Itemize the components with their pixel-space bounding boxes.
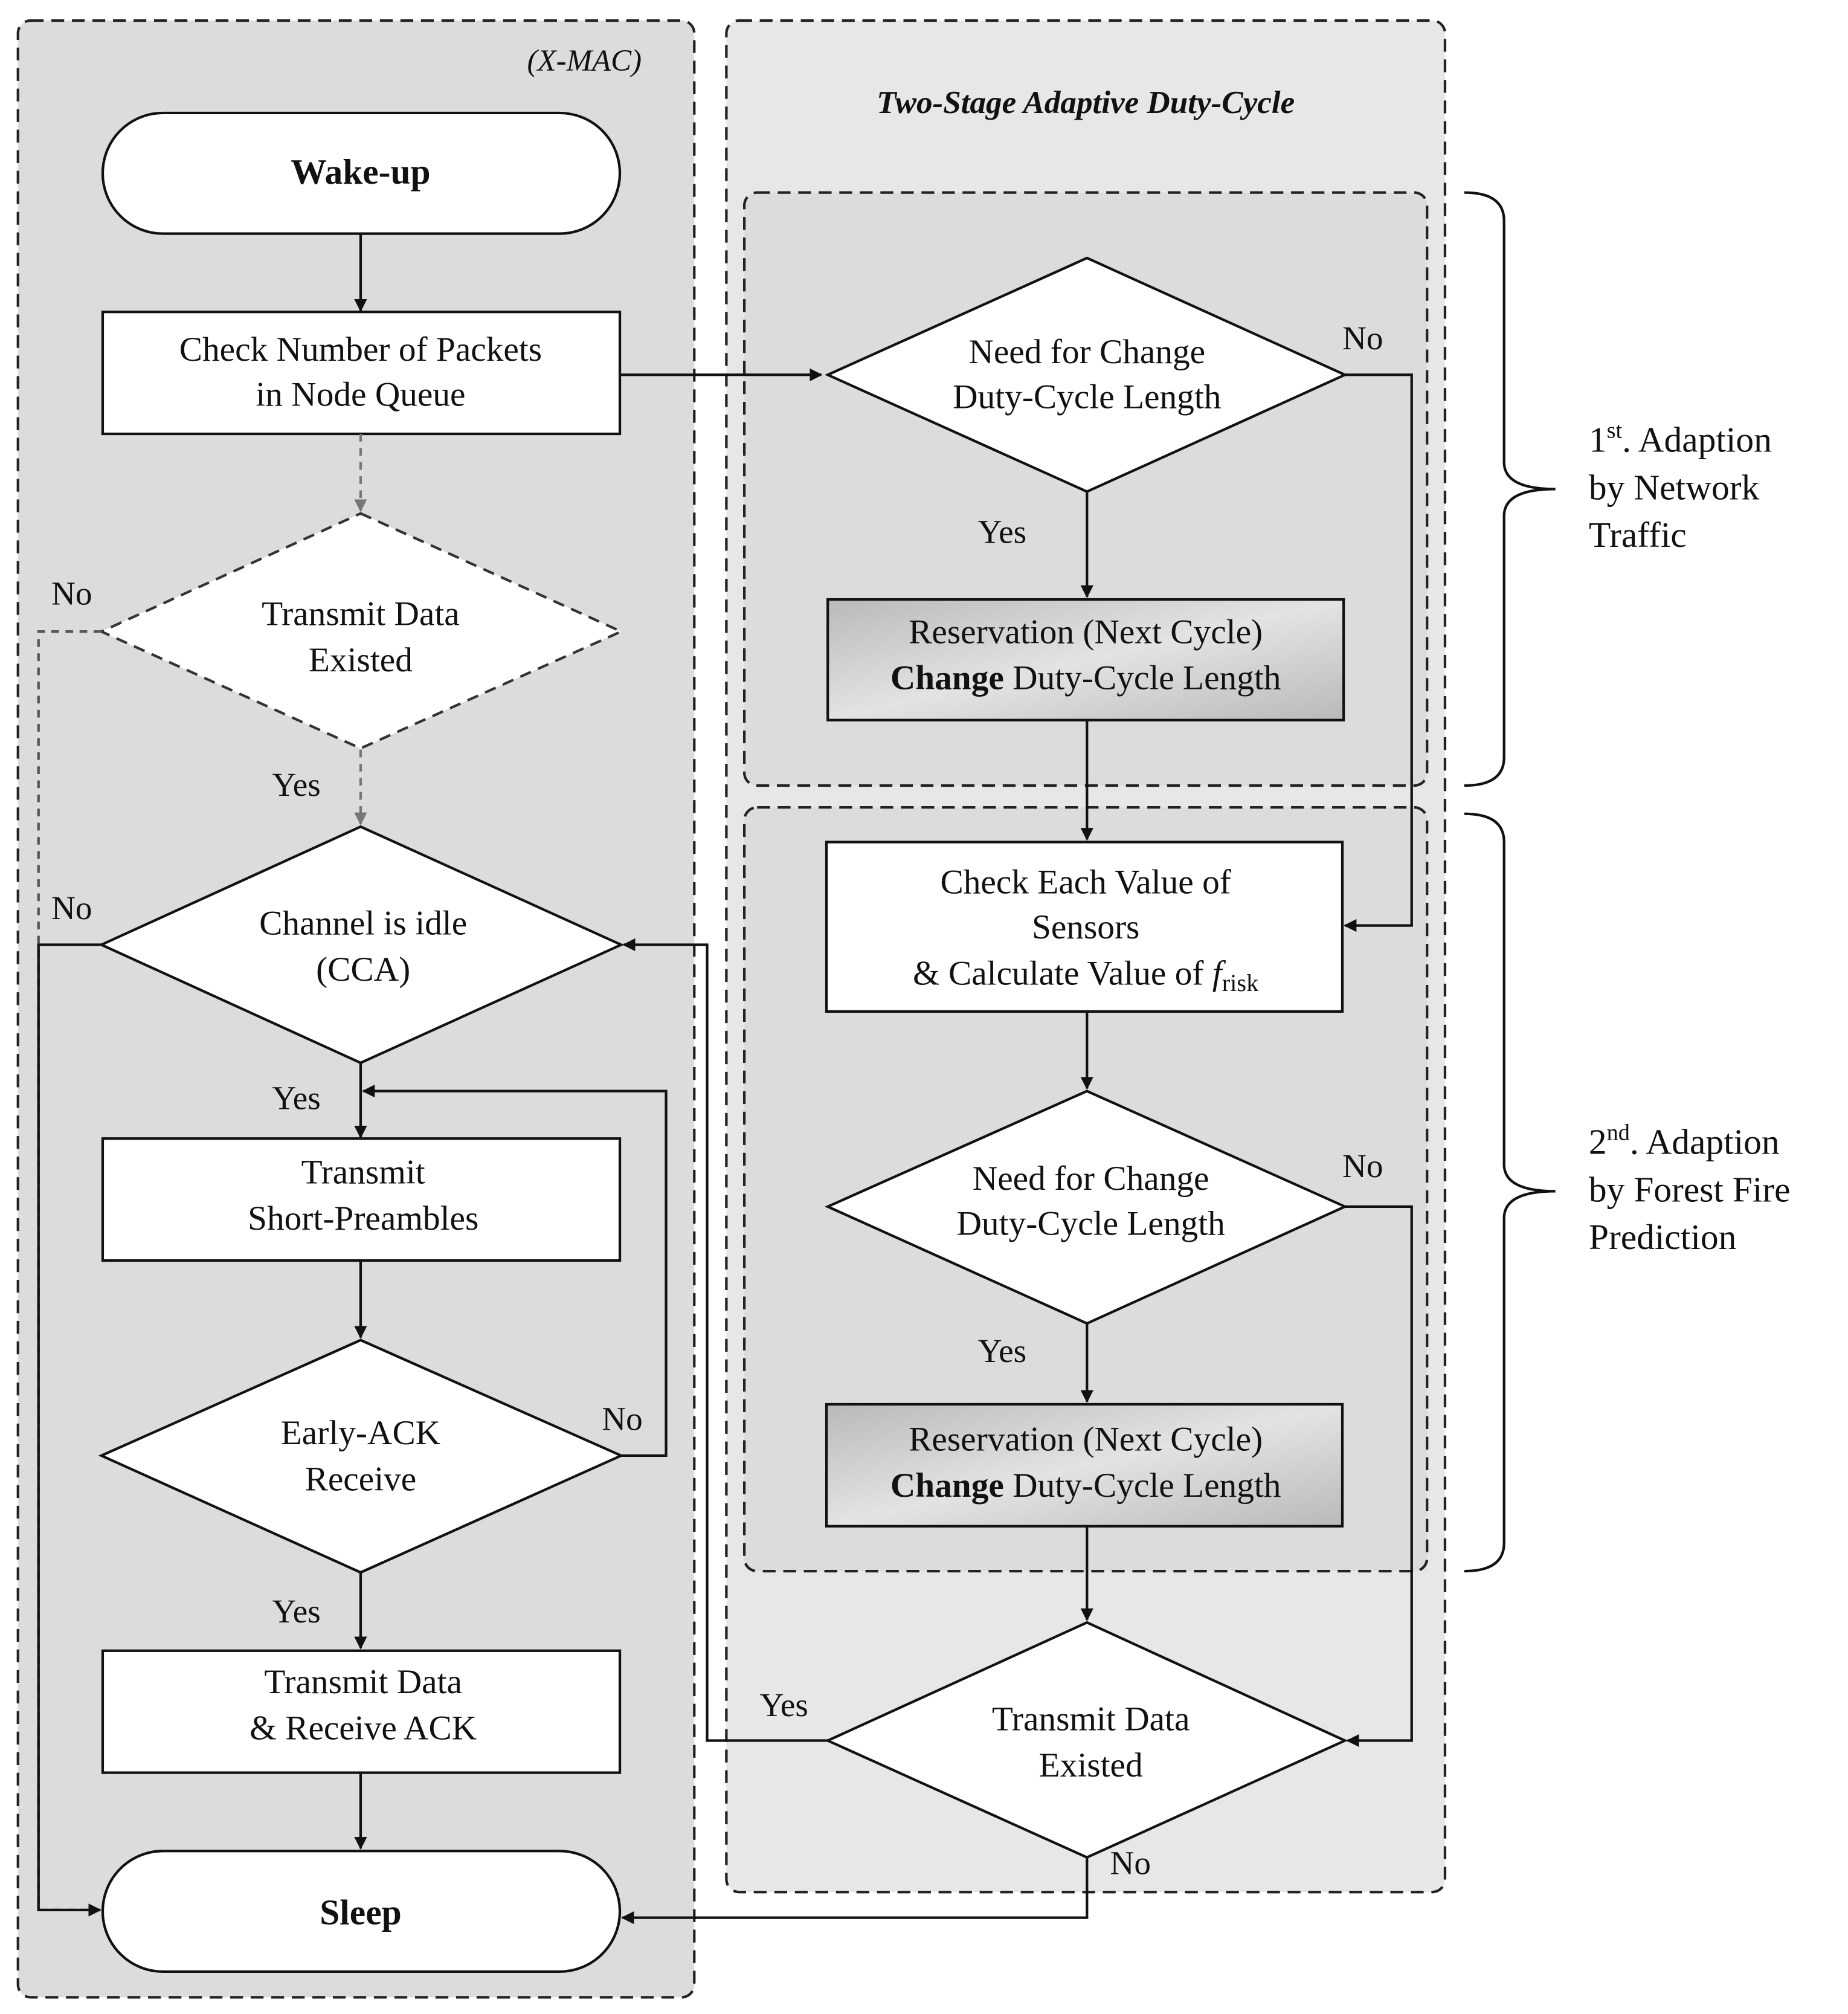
- exist-no-label: No: [51, 575, 92, 612]
- reservation-box-1: [826, 598, 1345, 721]
- check-sensors-line3: & Calculate Value of frisk: [913, 954, 1259, 996]
- reservation-2-line2: Change Duty-Cycle Length: [890, 1467, 1281, 1505]
- reservation-2-line1: Reservation (Next Cycle): [909, 1420, 1263, 1458]
- transmit-exist-left-line1: Transmit Data: [262, 595, 460, 633]
- stage1-caption-sup: st: [1607, 418, 1623, 443]
- stage1-caption-line1: 1st. Adaption: [1589, 418, 1772, 459]
- stage2-caption-sup: nd: [1607, 1120, 1630, 1145]
- stage1-caption-line2: by Network: [1589, 467, 1760, 507]
- need-change-1-line2: Duty-Cycle Length: [953, 378, 1221, 416]
- early-ack-no-label: No: [602, 1400, 643, 1437]
- short-preambles-line1: Transmit: [301, 1154, 425, 1192]
- short-preambles-box: [101, 1137, 622, 1262]
- adaptive-label: Two-Stage Adaptive Duty-Cycle: [877, 85, 1295, 120]
- transmit-exist-decision-left: [98, 512, 625, 750]
- need2-no-label: No: [1342, 1147, 1383, 1184]
- reservation-1-rest: Duty-Cycle Length: [1004, 659, 1281, 697]
- early-ack-yes-label: Yes: [272, 1593, 320, 1630]
- check-packets-line2: in Node Queue: [256, 375, 465, 413]
- wakeup-label: Wake-up: [291, 152, 430, 192]
- check-packets-line1: Check Number of Packets: [179, 331, 542, 369]
- check-sensors-line2: Sensors: [1032, 908, 1139, 946]
- arrow-need1-no-to-sensors: [1344, 373, 1413, 932]
- sleep-terminal: [101, 1850, 622, 1974]
- reservation-1-line1: Reservation (Next Cycle): [909, 613, 1263, 651]
- channel-no-label: No: [51, 889, 92, 926]
- need1-yes-label: Yes: [978, 514, 1026, 550]
- transmit-data-ack-line2: & Receive ACK: [250, 1709, 477, 1747]
- stage1-caption-line3: Traffic: [1589, 515, 1687, 555]
- channel-idle-line2: (CCA): [316, 951, 410, 989]
- transmit-exist-right-line1: Transmit Data: [992, 1700, 1190, 1738]
- transmit-data-ack-line1: Transmit Data: [264, 1663, 462, 1701]
- sleep-label: Sleep: [320, 1892, 401, 1932]
- brace-stage2: [1464, 812, 1556, 1573]
- exist-right-yes-label: Yes: [760, 1686, 808, 1723]
- transmit-exist-right-line2: Existed: [1039, 1746, 1143, 1784]
- brace-stage1: [1464, 191, 1556, 787]
- arrow-exist-no-to-sleep-right: [621, 1857, 1089, 1925]
- channel-idle-line1: Channel is idle: [259, 904, 467, 942]
- channel-yes-label: Yes: [272, 1079, 320, 1116]
- need-change-2-line2: Duty-Cycle Length: [957, 1205, 1225, 1243]
- exist-right-no-label: No: [1110, 1844, 1151, 1881]
- check-sensors-line1: Check Each Value of: [940, 863, 1231, 902]
- reservation-1-change-bold: Change: [890, 659, 1004, 697]
- need1-no-label: No: [1342, 320, 1383, 357]
- xmac-label: (X-MAC): [527, 44, 642, 78]
- reservation-2-rest: Duty-Cycle Length: [1004, 1467, 1281, 1505]
- exist-yes-label: Yes: [272, 766, 320, 803]
- arrow-need2-no-to-exist: [1345, 1205, 1413, 1748]
- arrow-exist-yes-to-channel: [622, 938, 828, 1742]
- stage2-caption-line3: Prediction: [1589, 1217, 1736, 1257]
- stage2-caption-line1: 2nd. Adaption: [1589, 1120, 1780, 1161]
- transmit-exist-left-line2: Existed: [309, 641, 413, 679]
- stage2-caption-line2: by Forest Fire: [1589, 1169, 1791, 1209]
- need2-yes-label: Yes: [978, 1332, 1026, 1369]
- need-change-2-line1: Need for Change: [973, 1160, 1209, 1198]
- reservation-box-2: [825, 1402, 1344, 1528]
- check-sensors-box: [825, 841, 1344, 1013]
- short-preambles-line2: Short-Preambles: [248, 1199, 478, 1238]
- need-change-1-line1: Need for Change: [968, 333, 1205, 371]
- check-sensors-calc-text: & Calculate Value of: [913, 954, 1212, 992]
- early-ack-line2: Receive: [305, 1460, 417, 1498]
- reservation-1-line2: Change Duty-Cycle Length: [890, 659, 1281, 697]
- reservation-2-change-bold: Change: [890, 1467, 1004, 1505]
- arrow-ack-no-loop: [362, 1085, 668, 1457]
- early-ack-line1: Early-ACK: [281, 1414, 440, 1452]
- arrow-channel-no-to-sleep: [37, 943, 101, 1917]
- frisk-subscript: risk: [1222, 969, 1259, 996]
